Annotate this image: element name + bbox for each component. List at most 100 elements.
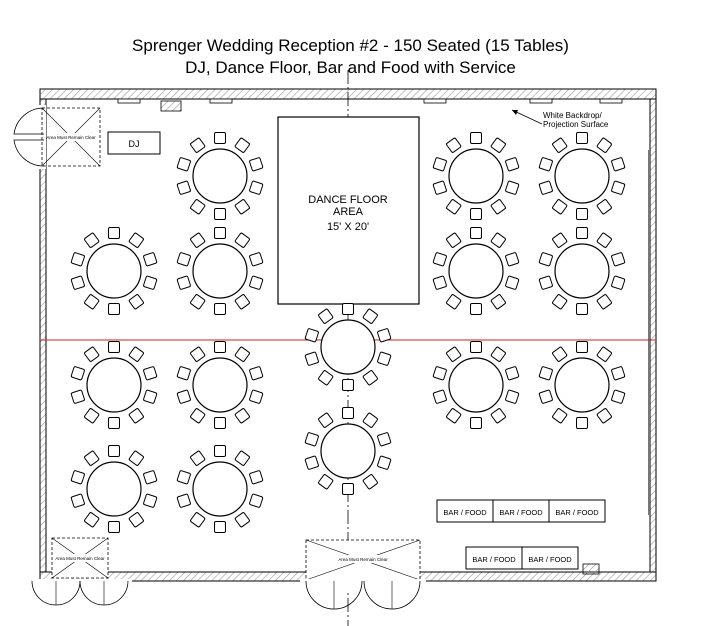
chair (576, 417, 588, 429)
chair (432, 252, 447, 267)
chair (538, 180, 553, 195)
chair (176, 493, 191, 508)
chair (552, 199, 568, 215)
chair (576, 227, 588, 239)
chair (176, 366, 191, 381)
bar-food-label: BAR / FOOD (443, 508, 487, 517)
chair (505, 157, 520, 172)
chair (108, 303, 120, 315)
door-top-left: Area Must Remain Clear (6, 105, 101, 169)
chair (234, 294, 250, 310)
table-top (448, 243, 504, 299)
bar-food-station: BAR / FOOD (436, 499, 494, 523)
chair (84, 512, 100, 528)
chair (128, 232, 144, 248)
table-top (320, 319, 376, 375)
chair (143, 252, 158, 267)
chair (128, 450, 144, 466)
chair (505, 366, 520, 381)
chair (432, 180, 447, 195)
chair (446, 294, 462, 310)
chair (470, 341, 482, 353)
chair (190, 294, 206, 310)
wall-outlet-icon (582, 563, 600, 575)
chair (342, 483, 354, 495)
table-top (86, 243, 142, 299)
plan-title-line-1: Sprenger Wedding Reception #2 - 150 Seat… (132, 36, 569, 55)
table-10 (432, 132, 520, 220)
chair (377, 455, 392, 470)
wall-notch (209, 98, 233, 104)
chair (432, 157, 447, 172)
chair (576, 303, 588, 315)
chair (128, 512, 144, 528)
chair (362, 370, 378, 386)
chair (377, 432, 392, 447)
inner-wall-right (648, 150, 650, 515)
chair (249, 493, 264, 508)
bar-food-station: BAR / FOOD (548, 499, 606, 523)
chair (249, 252, 264, 267)
chair (128, 294, 144, 310)
chair (234, 232, 250, 248)
table-12 (432, 227, 520, 315)
chair (304, 432, 319, 447)
chair (190, 512, 206, 528)
table-top (554, 148, 610, 204)
chair (234, 512, 250, 528)
chair (249, 275, 264, 290)
dance-floor-label-1: DANCE FLOOR (308, 194, 388, 206)
chair (432, 366, 447, 381)
chair (611, 366, 626, 381)
table-top (554, 243, 610, 299)
chair (362, 412, 378, 428)
chair (596, 346, 612, 362)
chair (128, 408, 144, 424)
chair (176, 275, 191, 290)
chair (214, 303, 226, 315)
chair (84, 294, 100, 310)
backdrop-label-2: Projection Surface (543, 120, 609, 129)
chair (176, 252, 191, 267)
chair (128, 346, 144, 362)
chair (446, 137, 462, 153)
bar-food-label: BAR / FOOD (499, 508, 543, 517)
table-15 (538, 341, 626, 429)
chair (596, 232, 612, 248)
chair (470, 208, 482, 220)
chair (143, 470, 158, 485)
chair (490, 232, 506, 248)
chair (84, 408, 100, 424)
table-5 (176, 341, 264, 429)
chair (446, 199, 462, 215)
chair (304, 455, 319, 470)
table-4 (70, 341, 158, 429)
chair (611, 157, 626, 172)
chair (249, 180, 264, 195)
chair (70, 366, 85, 381)
table-2 (70, 227, 158, 315)
chair (108, 341, 120, 353)
chair (505, 275, 520, 290)
table-top (192, 357, 248, 413)
chair (611, 389, 626, 404)
bar-food-label: BAR / FOOD (472, 555, 516, 564)
chair (538, 366, 553, 381)
table-6 (70, 445, 158, 533)
chair (596, 294, 612, 310)
chair (611, 180, 626, 195)
table-top (320, 423, 376, 479)
bar-food-station: BAR / FOOD (465, 546, 523, 570)
backdrop-label-1: White Backdrop/ (543, 111, 602, 120)
chair (190, 346, 206, 362)
chair (70, 470, 85, 485)
chair (234, 199, 250, 215)
table-top (86, 461, 142, 517)
chair (596, 199, 612, 215)
chair (611, 252, 626, 267)
chair (342, 303, 354, 315)
table-14 (432, 341, 520, 429)
plan-title-line-2: DJ, Dance Floor, Bar and Food with Servi… (185, 58, 516, 77)
chair (552, 232, 568, 248)
chair (70, 252, 85, 267)
